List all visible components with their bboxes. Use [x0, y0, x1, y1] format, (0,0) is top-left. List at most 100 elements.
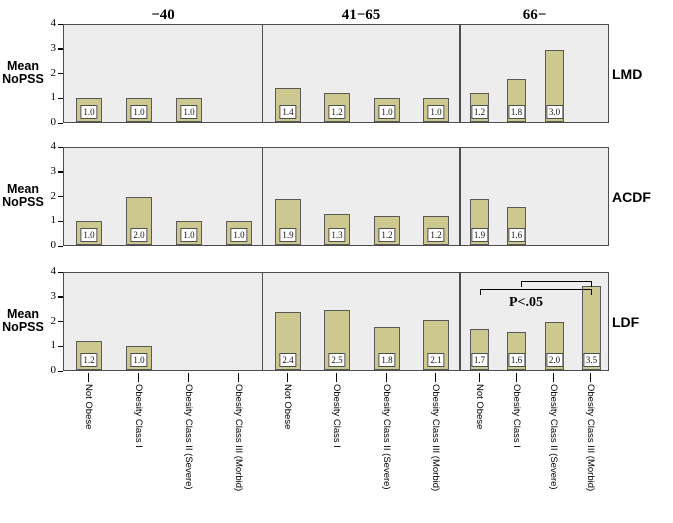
- x-axis-label: Not Obese: [83, 384, 94, 430]
- panel-acdf-col-2: 1.9 1.6: [460, 147, 609, 246]
- y-tick-mark: [58, 48, 63, 50]
- bar: 1.6: [507, 332, 526, 370]
- x-tick-mark: [516, 373, 518, 382]
- y-axis-title-line-0: Mean: [7, 181, 39, 196]
- bar: 1.0: [176, 221, 202, 245]
- significance-label: P<.05: [509, 295, 544, 310]
- x-axis-label: Obesity Class II (Severe): [381, 384, 392, 490]
- row-label-lmd: LMD: [612, 65, 643, 82]
- y-axis-title-line-1: NoPSS: [2, 71, 44, 86]
- bar-value-label: 2.1: [427, 353, 445, 367]
- bar: 2.0: [545, 322, 564, 370]
- bar: 1.2: [324, 93, 350, 122]
- bar-value-label: 1.0: [180, 228, 198, 242]
- y-tick-label: 4: [50, 17, 57, 29]
- row-label-acdf: ACDF: [612, 188, 651, 205]
- x-tick-mark: [479, 373, 481, 382]
- x-tick-mark: [138, 373, 140, 382]
- y-tick-mark: [58, 97, 63, 100]
- y-tick-label: 1: [50, 214, 57, 227]
- bar: 2.0: [126, 197, 152, 245]
- x-tick-mark: [287, 373, 289, 382]
- bar: 1.4: [275, 88, 301, 122]
- bar-value-label: 1.2: [427, 228, 445, 242]
- y-tick-label: 3: [50, 164, 57, 177]
- bar-value-label: 1.0: [427, 105, 445, 119]
- y-tick-mark: [58, 271, 63, 273]
- plot-area: 1.2 1.0: [64, 273, 262, 370]
- bar-value-label: 1.4: [279, 105, 297, 119]
- bar-value-label: 1.2: [470, 105, 489, 119]
- y-tick-label: 0: [50, 364, 57, 376]
- y-tick-label: 3: [50, 41, 57, 54]
- bar-value-label: 1.7: [470, 353, 489, 367]
- bar-value-label: 2.4: [279, 353, 297, 367]
- panel-lmd-col-1: 1.4 1.2 1.0 1.0: [262, 24, 460, 123]
- y-tick-mark: [58, 196, 63, 198]
- y-tick-label: 1: [50, 91, 57, 104]
- x-tick-mark: [553, 373, 555, 382]
- y-tick-label: 1: [50, 339, 57, 352]
- bar-value-label: 1.8: [378, 353, 396, 367]
- x-tick-mark: [435, 373, 437, 382]
- y-tick-mark: [58, 73, 63, 75]
- bar-value-label: 2.0: [130, 228, 148, 242]
- bar-value-label: 3.5: [582, 353, 601, 367]
- bar-value-label: 1.0: [130, 353, 148, 367]
- y-tick-mark: [58, 146, 63, 148]
- x-axis-label: Obesity Class II (Severe): [548, 384, 559, 490]
- bar-value-label: 1.8: [507, 105, 526, 119]
- y-tick-label: 2: [50, 66, 57, 79]
- bar-value-label: 1.3: [328, 228, 346, 242]
- y-tick-label: 4: [50, 140, 57, 152]
- bar-value-label: 1.2: [378, 228, 396, 242]
- bar-value-label: 1.2: [80, 353, 98, 367]
- plot-area: 1.7 1.6 2.0 3.5 P<.05: [461, 273, 608, 370]
- bar-value-label: 1.0: [378, 105, 396, 119]
- y-axis-title-line-0: Mean: [7, 58, 39, 73]
- bar-value-label: 1.6: [507, 228, 526, 242]
- bar-value-label: 2.0: [545, 353, 564, 367]
- bar-value-label: 1.2: [328, 105, 346, 119]
- bar-value-label: 1.9: [470, 228, 489, 242]
- x-axis-label: Obesity Class II (Severe): [183, 384, 194, 490]
- y-tick-mark: [58, 370, 63, 372]
- x-tick-mark: [590, 373, 592, 382]
- y-axis-title-line-1: NoPSS: [2, 319, 44, 334]
- bar: 1.0: [226, 221, 252, 245]
- bar-value-label: 1.0: [230, 228, 248, 242]
- panel-ldf-col-1: 2.4 2.5 1.8 2.1: [262, 272, 460, 371]
- y-axis-title-line-0: Mean: [7, 306, 39, 321]
- bar-value-label: 1.0: [80, 105, 98, 119]
- y-tick-label: 3: [50, 289, 57, 302]
- y-tick-mark: [58, 220, 63, 223]
- bar: 2.4: [275, 312, 301, 370]
- y-tick-label: 0: [50, 239, 57, 251]
- bar: 1.2: [374, 216, 400, 245]
- bar: 1.0: [76, 98, 102, 122]
- y-axis-row-1: 0 1 2 3 4: [41, 140, 63, 251]
- bar: 1.2: [423, 216, 449, 245]
- y-tick-mark: [58, 321, 63, 323]
- y-tick-label: 2: [50, 189, 57, 202]
- plot-area: 1.4 1.2 1.0 1.0: [263, 25, 459, 122]
- bar-value-label: 1.0: [130, 105, 148, 119]
- bar: 1.2: [470, 93, 489, 122]
- x-tick-mark: [88, 373, 90, 382]
- y-tick-mark: [58, 245, 63, 247]
- x-axis-label: Obesity Class I: [511, 384, 522, 448]
- bar: 1.8: [507, 79, 526, 122]
- bar-value-label: 2.5: [328, 353, 346, 367]
- y-tick-label: 4: [50, 265, 57, 277]
- x-axis-label: Not Obese: [474, 384, 485, 430]
